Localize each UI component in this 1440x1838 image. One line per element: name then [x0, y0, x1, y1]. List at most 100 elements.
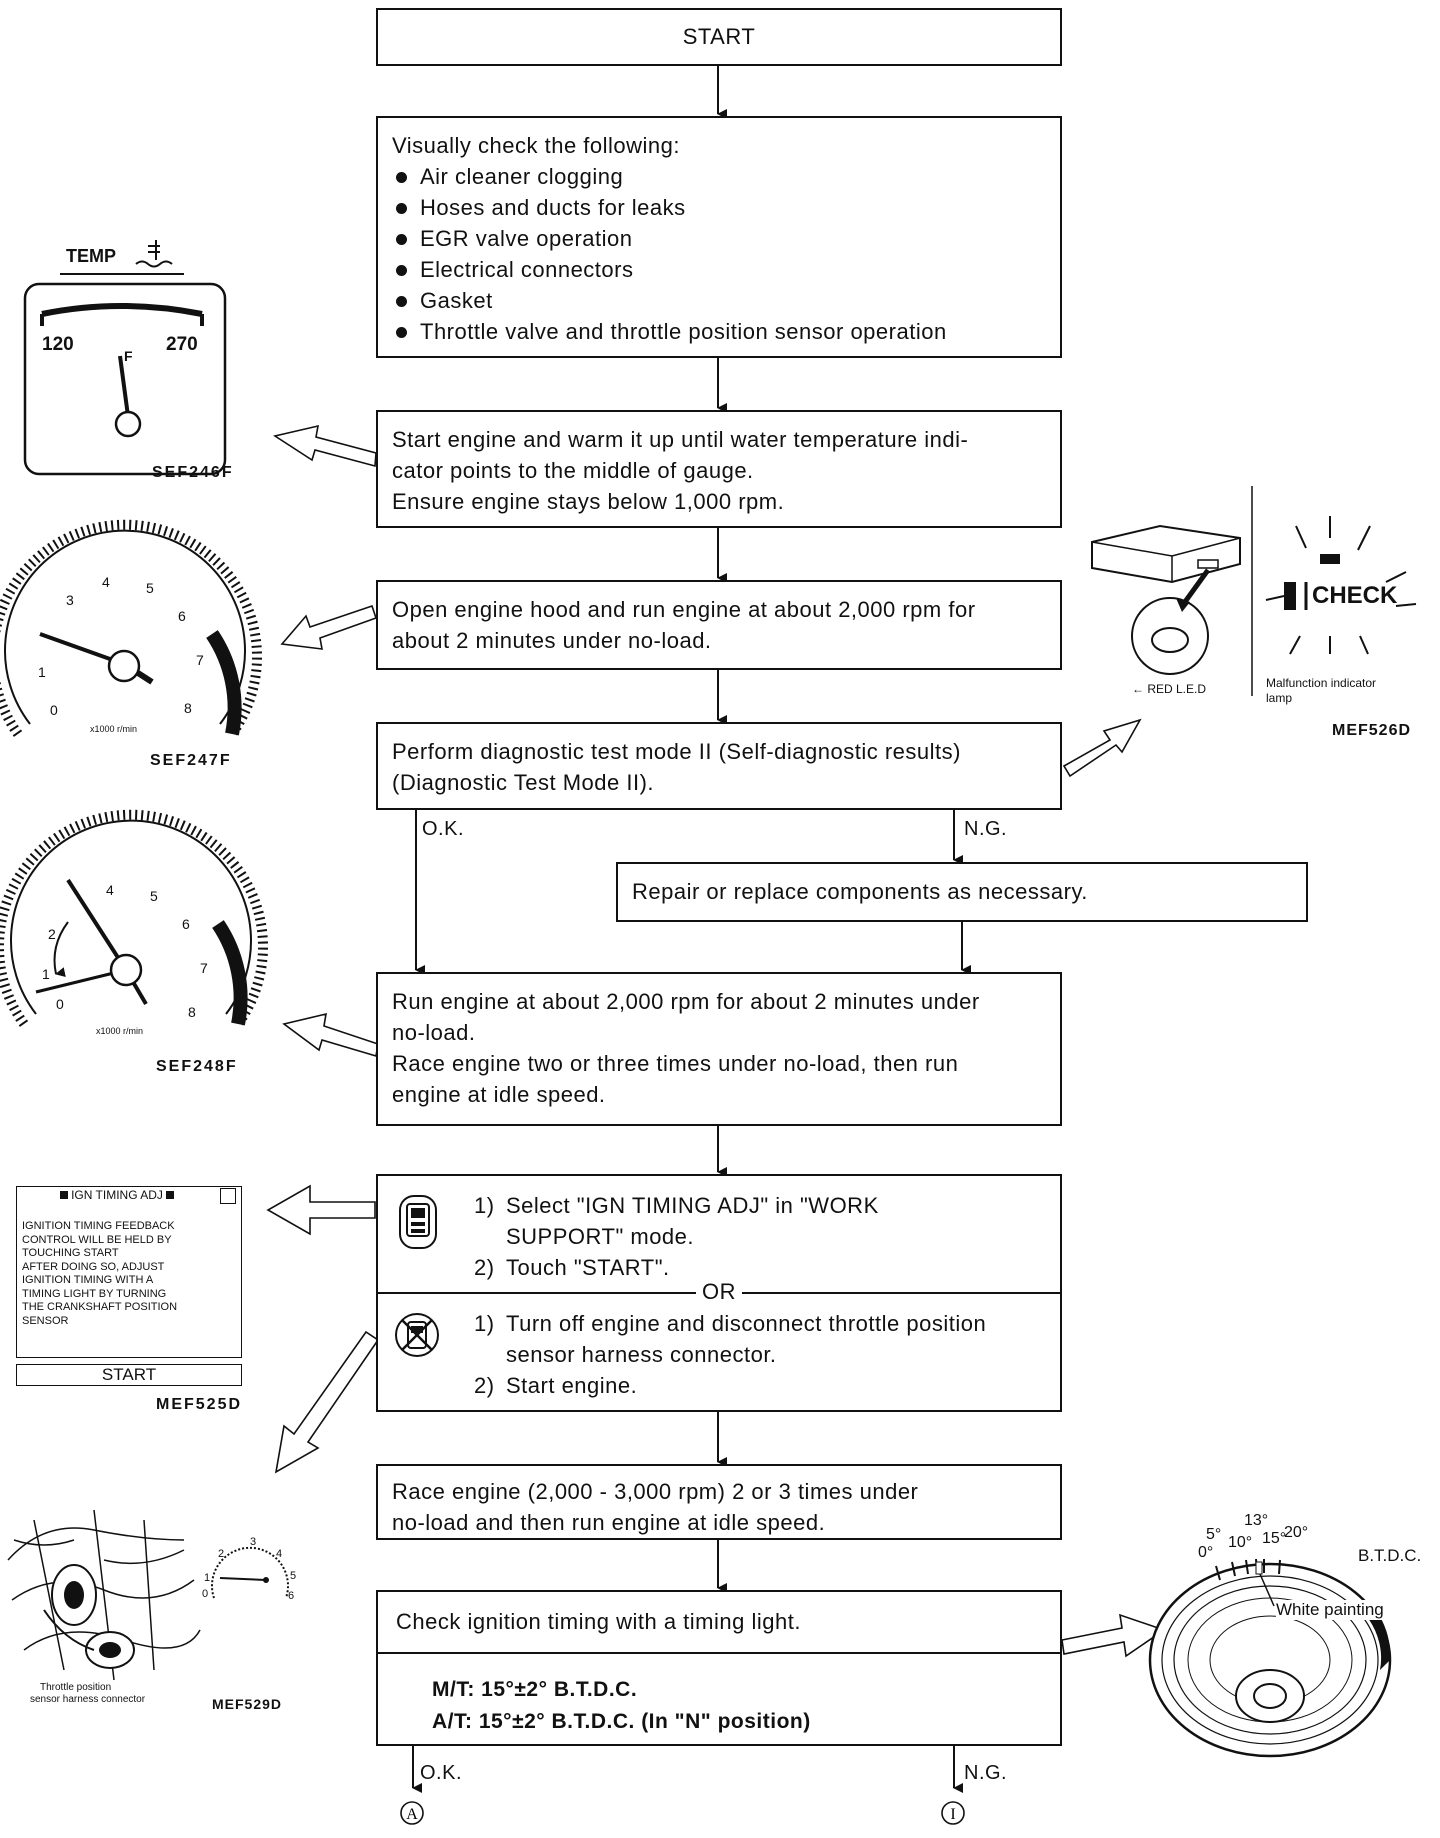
end-ok-marker: A: [400, 1801, 424, 1825]
run-2000-line: about 2 minutes under no-load.: [392, 628, 712, 653]
tach2-tick: 4: [106, 882, 115, 898]
dial-tick: 0: [202, 1588, 209, 1600]
pulley-mark: 13°: [1244, 1512, 1269, 1529]
thermometer-icon: [135, 240, 173, 268]
pulley-mark: 10°: [1228, 1534, 1253, 1551]
check-code: MEF526D: [1332, 722, 1412, 739]
dial-tick: 2: [218, 1548, 225, 1560]
tach1-tick: 5: [146, 580, 155, 596]
tach2-tick: 5: [150, 888, 159, 904]
pointer-arrow-tacho1: [280, 604, 378, 650]
engine-bay-drawing: [7, 1509, 201, 1681]
tach1-tick: 8: [184, 700, 193, 716]
tach2-tick: 1: [42, 966, 51, 982]
step-check-timing: Check ignition timing with a timing ligh…: [376, 1590, 1062, 1746]
timing-divider: [378, 1652, 1060, 1654]
tach2-code: SEF248F: [156, 1058, 238, 1075]
ng-label: N.G.: [964, 818, 1008, 840]
screen-start-button: START: [16, 1364, 242, 1386]
list-item: Throttle valve and throttle position sen…: [392, 316, 1046, 347]
screen-line: AFTER DOING SO, ADJUST: [22, 1260, 165, 1273]
engine-caption-2: sensor harness connector: [30, 1694, 146, 1705]
tach2-tick: 2: [48, 926, 57, 942]
run-race-line: Run engine at about 2,000 rpm for about …: [392, 989, 980, 1014]
check-lamp-text: CHECK: [1312, 582, 1398, 609]
step-race-idle: Race engine (2,000 - 3,000 rpm) 2 or 3 t…: [376, 1464, 1062, 1540]
at-spec: A/T: 15°±2° B.T.D.C. (In "N" position): [432, 1710, 811, 1733]
screen-line: THE CRANKSHAFT POSITION: [22, 1301, 178, 1313]
figure-consult-screen: IGN TIMING ADJ IGNITION TIMING FEEDBACK …: [14, 1184, 264, 1414]
red-led-label: ← RED L.E.D: [1132, 682, 1207, 696]
manual-steps: 1)Turn off engine and disconnect throttl…: [474, 1308, 986, 1401]
tach1-code: SEF247F: [150, 752, 232, 769]
screen-line: IGNITION TIMING WITH A: [22, 1274, 154, 1286]
tach1-tick: 4: [102, 574, 111, 590]
pointer-arrow-temp: [272, 424, 377, 468]
check-lamp-drawing: [1091, 486, 1417, 696]
tach2-tick: 6: [182, 916, 191, 932]
engine-code: MEF529D: [212, 1696, 283, 1712]
list-item: 2)Start engine.: [474, 1373, 638, 1398]
diagnostic-line: (Diagnostic Test Mode II).: [392, 770, 655, 795]
dial-tick: 1: [204, 1572, 211, 1584]
figure-engine-bay: 0 1 2 3 4 5 6 Throttle position sensor h…: [4, 1500, 304, 1730]
screen-line: SENSOR: [22, 1314, 69, 1327]
screen-code: MEF525D: [156, 1396, 243, 1413]
tach1-tick: 0: [50, 702, 59, 718]
screen-header: IGN TIMING ADJ: [22, 1188, 212, 1202]
diagnostic-line: Perform diagnostic test mode II (Self-di…: [392, 739, 961, 764]
tach2-tick: 8: [188, 1004, 197, 1020]
tach2-tick: 7: [200, 960, 209, 976]
step-warm-up: Start engine and warm it up until water …: [376, 410, 1062, 528]
screen-header-mark: [166, 1191, 175, 1199]
temp-gauge-drawing: [23, 240, 227, 476]
pointer-arrow-screen: [266, 1184, 376, 1236]
start-label: START: [682, 24, 756, 49]
tach2-tick: 0: [56, 996, 65, 1012]
end-ok-marker-text: A: [406, 1806, 418, 1823]
list-item: Hoses and ducts for leaks: [392, 192, 1046, 223]
temp-title: TEMP: [66, 246, 117, 266]
temp-code: SEF246F: [152, 464, 234, 481]
screen-line: IGNITION TIMING FEEDBACK: [22, 1220, 175, 1232]
run-race-line: engine at idle speed.: [392, 1082, 606, 1107]
figure-tachometer-2: 0 1 2 4 5 6 7 8 x1000 r/min SEF248F: [0, 809, 268, 1075]
step-run-2000: Open engine hood and run engine at about…: [376, 580, 1062, 670]
end-ng-marker-text: I: [950, 1806, 955, 1823]
pointer-arrow-pulley: [1061, 1613, 1166, 1658]
dial-tick: 6: [288, 1590, 295, 1602]
figure-temp-gauge: TEMP 120 270 F SEF246F: [20, 236, 270, 486]
warm-up-line: Start engine and warm it up until water …: [392, 427, 969, 452]
or-label: OR: [696, 1277, 742, 1307]
screen-frame: [16, 1186, 242, 1358]
screen-header-text: IGN TIMING ADJ: [71, 1188, 163, 1202]
pointer-arrow-tacho2: [282, 1012, 379, 1058]
list-item: 2)Touch "START".: [474, 1255, 670, 1280]
end-ng-marker: I: [941, 1801, 965, 1825]
tach1-tick: 6: [178, 608, 187, 624]
pointer-arrow-engine: [274, 1330, 380, 1474]
list-item: Gasket: [392, 285, 1046, 316]
tach1-unit: x1000 r/min: [90, 724, 138, 734]
screen-line: TOUCHING START: [22, 1247, 119, 1259]
end-ok-label: O.K.: [420, 1762, 463, 1784]
btdc-label: B.T.D.C.: [1358, 1546, 1422, 1565]
tach2-unit: x1000 r/min: [96, 1026, 144, 1036]
list-item: Electrical connectors: [392, 254, 1046, 285]
pulley-mark: 15°: [1262, 1530, 1287, 1547]
temp-mid: F: [124, 348, 133, 364]
run-race-line: Race engine two or three times under no-…: [392, 1051, 959, 1076]
ok-label: O.K.: [422, 818, 465, 840]
consult-icon: [399, 1195, 437, 1249]
list-item: 1)Turn off engine and disconnect throttl…: [474, 1311, 987, 1367]
end-ng-label: N.G.: [964, 1762, 1008, 1784]
warm-up-line: cator points to the middle of gauge.: [392, 458, 754, 483]
step-run-race: Run engine at about 2,000 rpm for about …: [376, 972, 1062, 1126]
figure-check-lamp: CHECK ← RED L.E.D Malfunction indicator …: [1090, 486, 1430, 746]
screen-checkbox: [220, 1188, 236, 1204]
mil-caption-1: Malfunction indicator: [1266, 676, 1377, 690]
race-idle-line: no-load and then run engine at idle spee…: [392, 1510, 826, 1535]
list-item: Air cleaner clogging: [392, 161, 1046, 192]
